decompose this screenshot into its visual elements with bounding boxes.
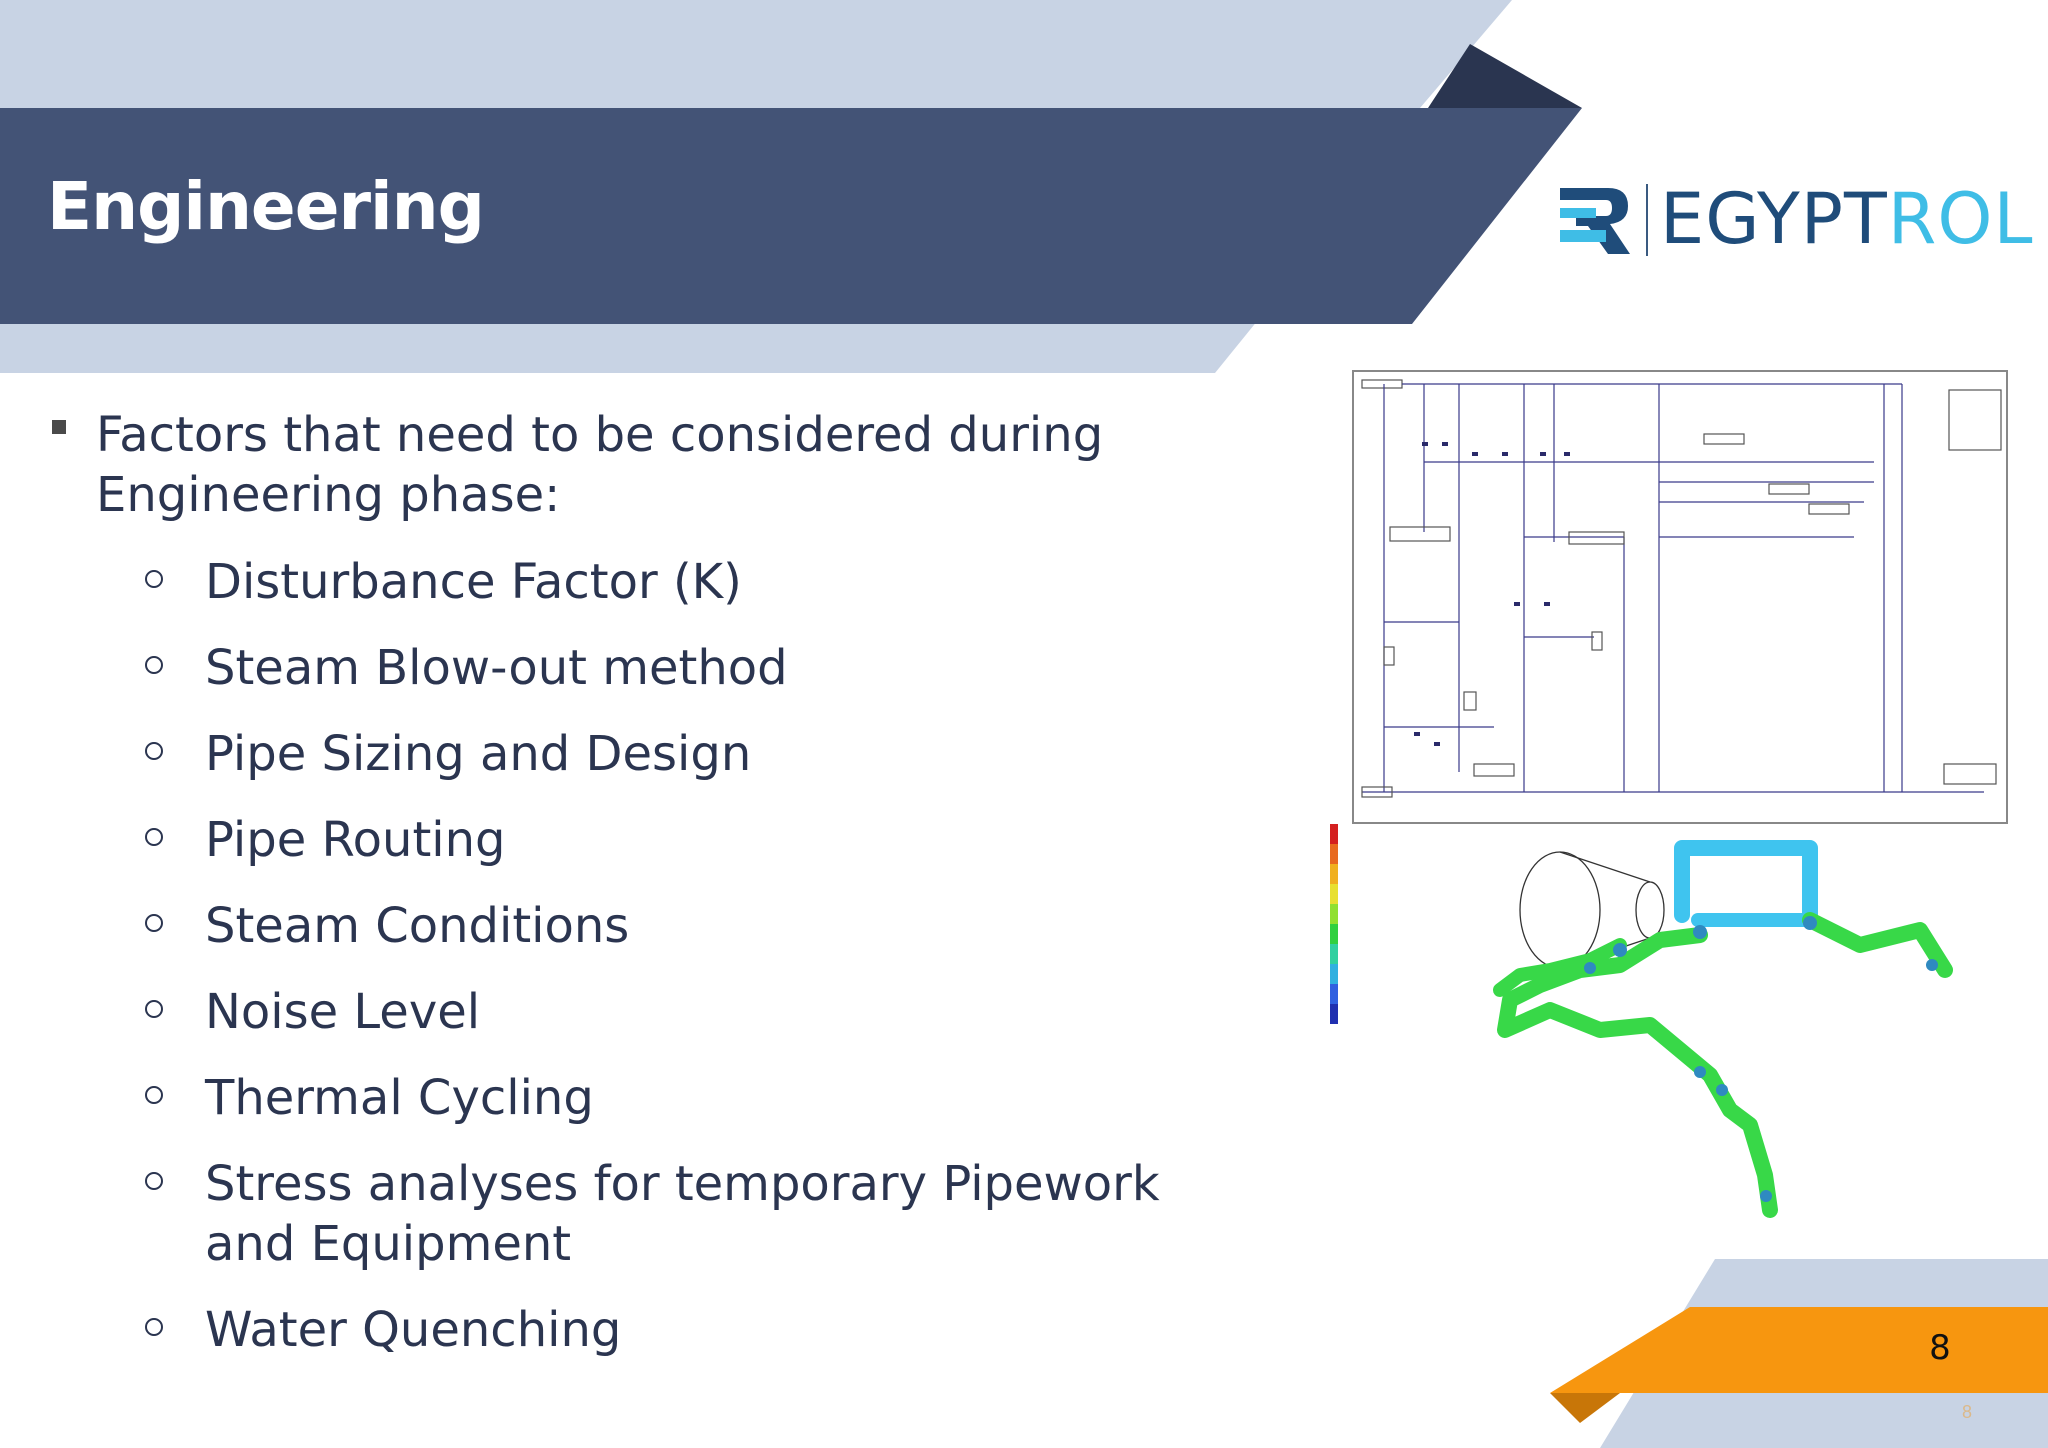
pid-diagram-image <box>1352 370 2008 824</box>
lead-bullet-text: Factors that need to be considered durin… <box>96 407 1104 523</box>
square-bullet-icon <box>52 420 66 434</box>
slide-title: Engineering <box>47 168 485 245</box>
logo-icon <box>1560 188 1630 254</box>
footer-decoration <box>1550 1259 2048 1448</box>
circle-bullet-icon <box>145 570 163 588</box>
circle-bullet-icon <box>145 1000 163 1018</box>
circle-bullet-icon <box>145 1318 163 1336</box>
logo-divider <box>1646 184 1648 256</box>
page-number: 8 <box>1929 1328 1951 1368</box>
logo-text: EGYPTROL <box>1660 178 2034 260</box>
circle-bullet-icon <box>145 742 163 760</box>
header-decoration <box>0 0 1582 373</box>
circle-bullet-icon <box>145 656 163 674</box>
page-number-ghost: 8 <box>1962 1402 1973 1422</box>
circle-bullet-icon <box>145 1172 163 1190</box>
circle-bullet-icon <box>145 1086 163 1104</box>
circle-bullet-icon <box>145 914 163 932</box>
stress-analysis-image <box>1330 824 1953 1218</box>
circle-bullet-icon <box>145 828 163 846</box>
